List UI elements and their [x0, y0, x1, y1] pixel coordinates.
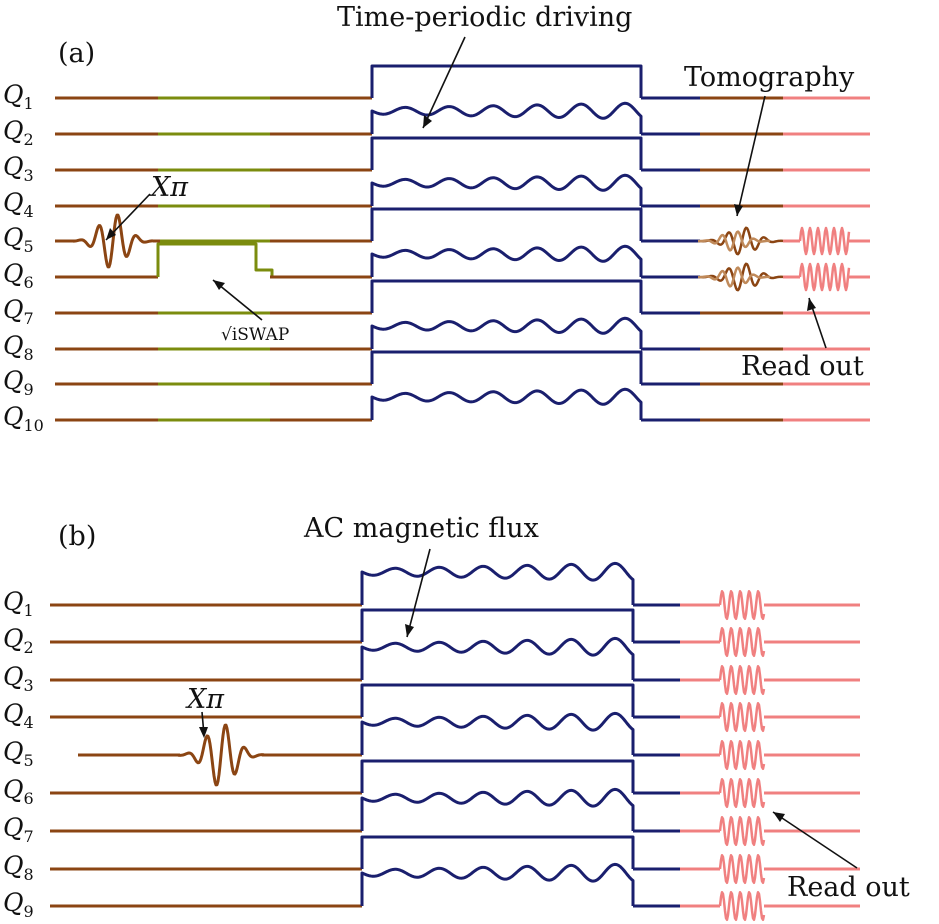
qubit-label-a-2: Q2 — [3, 116, 34, 149]
qubit-label-a-1: Q1 — [3, 80, 34, 113]
tomography-label: Tomography — [684, 62, 855, 93]
xpi-label-a: Xπ — [149, 172, 189, 203]
tomography-arrow — [736, 95, 766, 217]
tomography-pulse-shadow-6 — [697, 266, 771, 288]
qubit-label-b-3: Q3 — [3, 662, 34, 695]
qubit-label-a-6: Q6 — [3, 259, 34, 292]
xpi-pulse-b — [177, 723, 265, 787]
readout-label-b: Read out — [787, 872, 910, 903]
driving-label: Time-periodic driving — [337, 2, 632, 33]
readout-pulse-b-6 — [718, 777, 766, 809]
ac-flux-pulse-b — [360, 787, 635, 831]
readout-pulse-b-8 — [718, 853, 766, 885]
constant-pulse-a — [370, 207, 643, 241]
qubit-label-b-1: Q1 — [3, 587, 34, 620]
qubit-label-a-10: Q10 — [3, 402, 44, 435]
readout-arrowhead-a — [807, 298, 816, 311]
flux-arrow — [406, 548, 431, 638]
readout-pulse-b-2 — [718, 626, 766, 658]
iswap-label: √iSWAP — [221, 325, 289, 345]
flux-arrowhead — [405, 624, 414, 637]
qubit-label-b-5: Q5 — [3, 737, 34, 770]
qubit-label-b-2: Q2 — [3, 624, 34, 657]
readout-pulse-b-5 — [718, 739, 766, 771]
constant-pulse-a — [370, 279, 643, 313]
readout-pulse-b-9 — [718, 890, 766, 922]
ac-drive-pulse-a — [370, 244, 643, 277]
readout-label-a: Read out — [741, 351, 864, 382]
ac-flux-pulse-b — [360, 862, 635, 906]
qubit-label-b-9: Q9 — [3, 888, 34, 921]
panel-b-wires — [50, 561, 860, 922]
constant-pulse-a — [370, 64, 643, 98]
ac-flux-pulse-b — [360, 711, 635, 755]
readout-pulse-b-3 — [718, 664, 766, 696]
readout-arrowhead-b — [773, 812, 785, 822]
xpi-label-b: Xπ — [185, 684, 225, 715]
readout-pulse-b-7 — [718, 815, 766, 847]
xpi-pulse-a — [72, 213, 154, 269]
ac-flux-pulse-b — [360, 636, 635, 680]
qubit-label-a-9: Q9 — [3, 366, 34, 399]
xpi-arrowhead-b — [199, 727, 208, 738]
readout-pulse-a-5 — [798, 226, 851, 256]
tomography-arrowhead — [734, 204, 743, 216]
ac-flux-pulse-b — [360, 561, 635, 605]
panel-b-label: (b) — [58, 521, 96, 552]
qubit-label-a-8: Q8 — [3, 331, 34, 364]
qubit-label-a-3: Q3 — [3, 152, 34, 185]
qubit-label-b-7: Q7 — [3, 813, 34, 846]
constant-pulse-a — [370, 136, 643, 170]
tomography-pulse-shadow-5 — [697, 230, 771, 252]
iswap-pulse — [156, 242, 274, 277]
flux-label: AC magnetic flux — [303, 513, 539, 544]
readout-pulse-b-1 — [718, 589, 766, 621]
panel-a-wires — [55, 64, 870, 422]
qubit-label-b-6: Q6 — [3, 775, 34, 808]
qubit-label-b-8: Q8 — [3, 851, 34, 884]
qubit-label-b-4: Q4 — [3, 699, 34, 732]
driving-arrowhead — [423, 115, 432, 128]
constant-pulse-b — [360, 608, 635, 642]
iswap-arrowhead — [213, 280, 225, 290]
constant-pulse-b — [360, 683, 635, 717]
readout-arrow-b — [772, 811, 858, 869]
constant-pulse-a — [370, 350, 643, 384]
qubit-label-a-5: Q5 — [3, 223, 34, 256]
panel-a-label: (a) — [58, 38, 95, 69]
ac-drive-pulse-a — [370, 173, 643, 206]
constant-pulse-b — [360, 835, 635, 869]
readout-pulse-a-6 — [798, 262, 851, 292]
qubit-label-a-7: Q7 — [3, 295, 34, 328]
xpi-arrowhead-a — [106, 228, 116, 240]
constant-pulse-b — [360, 759, 635, 793]
readout-pulse-b-4 — [718, 701, 766, 733]
qubit-label-a-4: Q4 — [3, 188, 34, 221]
ac-drive-pulse-a — [370, 101, 643, 134]
driving-arrow — [422, 36, 466, 129]
ac-drive-pulse-a — [370, 387, 643, 420]
ac-drive-pulse-a — [370, 316, 643, 349]
